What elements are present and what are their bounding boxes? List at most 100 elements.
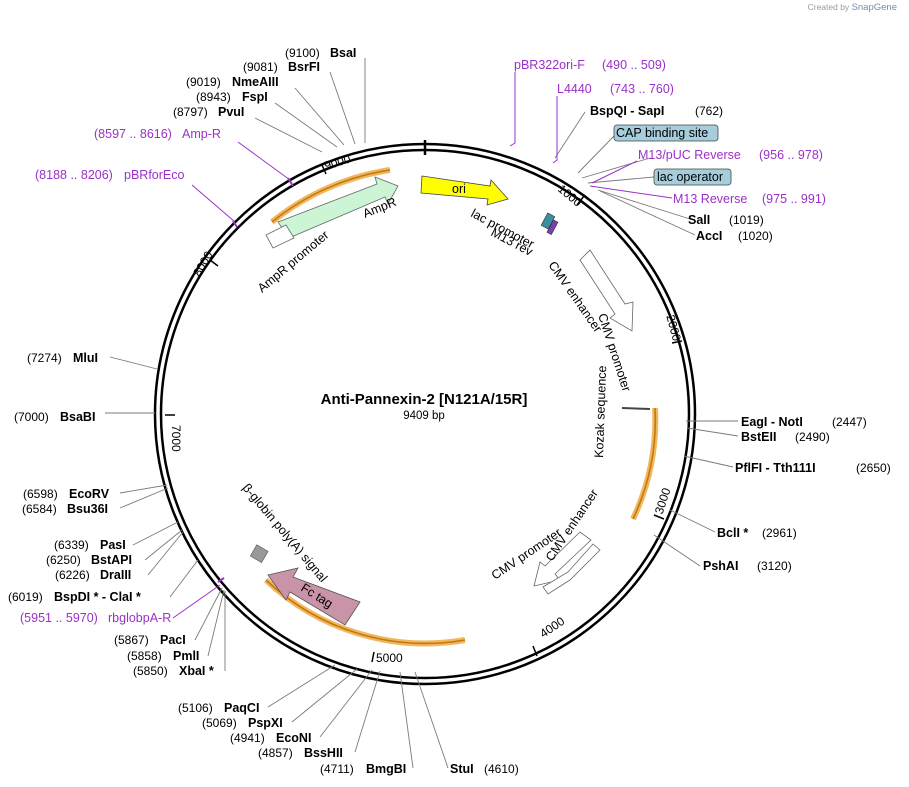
site-pos-stui[interactable]: (4610): [484, 762, 519, 776]
site-name-stui[interactable]: StuI: [450, 762, 474, 776]
site-pos-nmeaiii[interactable]: (9019): [186, 75, 221, 89]
site-name-xbai[interactable]: XbaI *: [179, 664, 214, 678]
tick-7000: 7000: [169, 425, 183, 452]
boxed-feature-labels: CAP binding site lac operator: [613, 124, 732, 186]
site-name-bsabi[interactable]: BsaBI: [60, 410, 95, 424]
site-pos-tth111i[interactable]: (2650): [856, 461, 891, 475]
site-name-bsshii[interactable]: BssHII: [304, 746, 343, 760]
lac-operator-label-box[interactable]: [653, 168, 732, 186]
site-name-pmli[interactable]: PmlI: [173, 649, 199, 663]
snapgene-credit: Created by SnapGene: [808, 2, 897, 13]
site-pos-bstapi[interactable]: (6250): [46, 553, 81, 567]
site-pos-bcli[interactable]: (2961): [762, 526, 797, 540]
site-pos-fspi[interactable]: (8943): [196, 90, 231, 104]
primer-name-ampr[interactable]: Amp-R: [182, 127, 221, 141]
bglobin-label: β-globin poly(A) signal: [240, 481, 330, 585]
site-pos-mlui[interactable]: (7274): [27, 351, 62, 365]
primer-name-m13puc[interactable]: M13/pUC Reverse: [638, 148, 741, 162]
primer-name-pbrforeco[interactable]: pBRforEco: [124, 168, 184, 182]
site-name-pvui[interactable]: PvuI: [218, 105, 244, 119]
site-pos-bmgbi[interactable]: (4711): [320, 762, 354, 776]
site-pos-claI[interactable]: (6019): [8, 590, 43, 604]
plasmid-title: Anti-Pannexin-2 [N121A/15R]: [321, 391, 528, 408]
primer-range-m13puc[interactable]: (956 .. 978): [759, 148, 823, 162]
primer-name-rbglobpa[interactable]: rbglobpA-R: [108, 611, 171, 625]
primer-range-pbr322ori[interactable]: (490 .. 509): [602, 58, 666, 72]
site-pos-bsu36i[interactable]: (6584): [22, 502, 57, 516]
primer-name-m13rev[interactable]: M13 Reverse: [673, 192, 747, 206]
site-name-bsu36i[interactable]: Bsu36I: [67, 502, 108, 516]
site-pos-pspxi[interactable]: (5069): [202, 716, 237, 730]
ori-arrow: [420, 175, 509, 206]
kozak-marker: [621, 407, 651, 410]
site-name-nmeaiii[interactable]: NmeAIII: [232, 75, 279, 89]
cap-binding-site-box[interactable]: [613, 124, 719, 142]
site-name-bstapi[interactable]: BstAPI: [91, 553, 132, 567]
enzyme-labels-right: BspQI - SapI (762) SalI (1019) AccI (102…: [450, 104, 891, 776]
site-name-bsteii[interactable]: BstEII: [741, 430, 776, 444]
site-name-draiii[interactable]: DraIII: [100, 568, 131, 582]
site-name-paqci[interactable]: PaqCI: [224, 701, 259, 715]
site-pos-pmli[interactable]: (5858): [127, 649, 162, 663]
site-name-acci[interactable]: AccI: [696, 229, 722, 243]
site-pos-bsteii[interactable]: (2490): [795, 430, 830, 444]
site-pos-bsrfi[interactable]: (9081): [243, 60, 278, 74]
fc-tag-arrow: [267, 567, 361, 626]
site-pos-bsai[interactable]: (9100): [285, 46, 320, 60]
bglobin-box: [249, 544, 269, 563]
site-pos-bsshii[interactable]: (4857): [258, 746, 293, 760]
site-pos-noti[interactable]: (2447): [832, 415, 867, 429]
lac-operator-box: [540, 212, 556, 230]
m13-rev-box: [546, 219, 559, 235]
site-name-bcli[interactable]: BclI *: [717, 526, 748, 540]
primer-range-m13rev[interactable]: (975 .. 991): [762, 192, 826, 206]
ampr-arrow: [277, 176, 399, 239]
ampr-promoter-arrow: [265, 224, 295, 249]
site-name-bsai[interactable]: BsaI: [330, 46, 356, 60]
site-name-econi[interactable]: EcoNI: [276, 731, 311, 745]
site-pos-xbai[interactable]: (5850): [133, 664, 168, 678]
cap-binding-site-label: CAP binding site: [616, 126, 708, 140]
site-name-sapi[interactable]: BspQI - SapI: [590, 104, 664, 118]
site-name-pasi[interactable]: PasI: [100, 538, 126, 552]
primer-labels: pBR322ori-F (490 .. 509) L4440 (743 .. 7…: [20, 58, 826, 625]
primer-range-ampr[interactable]: (8597 .. 8616): [94, 127, 172, 141]
tick-1000: 1000: [555, 182, 585, 210]
site-pos-sapi[interactable]: (762): [695, 104, 723, 118]
site-name-mlui[interactable]: MluI: [73, 351, 98, 365]
site-pos-paci[interactable]: (5867): [114, 633, 149, 647]
primer-name-l4440[interactable]: L4440: [557, 82, 592, 96]
site-pos-bsabi[interactable]: (7000): [14, 410, 49, 424]
plasmid-backbone: [153, 140, 697, 686]
site-pos-acci[interactable]: (1020): [738, 229, 773, 243]
site-name-ecorv[interactable]: EcoRV: [69, 487, 110, 501]
site-pos-draiii[interactable]: (6226): [55, 568, 90, 582]
site-name-paci[interactable]: PacI: [160, 633, 186, 647]
primer-name-pbr322ori[interactable]: pBR322ori-F: [514, 58, 585, 72]
primer-range-rbglobpa[interactable]: (5951 .. 5970): [20, 611, 98, 625]
primer-range-pbrforeco[interactable]: (8188 .. 8206): [35, 168, 113, 182]
site-name-clai[interactable]: BspDI * - ClaI *: [54, 590, 141, 604]
site-name-bmgbi[interactable]: BmgBI: [366, 762, 406, 776]
site-name-tth111i[interactable]: PflFI - Tth111I: [735, 461, 816, 475]
site-name-pspxi[interactable]: PspXI: [248, 716, 283, 730]
cmv-enhancer-2-arrow: [533, 531, 592, 587]
feature-arrows: [249, 175, 651, 626]
site-pos-econi[interactable]: (4941): [230, 731, 265, 745]
site-pos-ecorv[interactable]: (6598): [23, 487, 58, 501]
site-name-bsrfi[interactable]: BsrFI: [288, 60, 320, 74]
site-name-pshai[interactable]: PshAI: [703, 559, 738, 573]
site-pos-paqci[interactable]: (5106): [178, 701, 213, 715]
site-name-sali[interactable]: SalI: [688, 213, 710, 227]
scale-ticks: [165, 164, 683, 663]
site-name-noti[interactable]: EagI - NotI: [741, 415, 803, 429]
site-pos-pshai[interactable]: (3120): [757, 559, 792, 573]
site-pos-sali[interactable]: (1019): [729, 213, 764, 227]
tick-2000: 2000: [663, 313, 684, 343]
site-pos-pasi[interactable]: (6339): [54, 538, 89, 552]
site-name-fspi[interactable]: FspI: [242, 90, 268, 104]
primer-range-l4440[interactable]: (743 .. 760): [610, 82, 674, 96]
credit-brand: SnapGene: [851, 2, 897, 13]
site-pos-pvui[interactable]: (8797): [173, 105, 208, 119]
